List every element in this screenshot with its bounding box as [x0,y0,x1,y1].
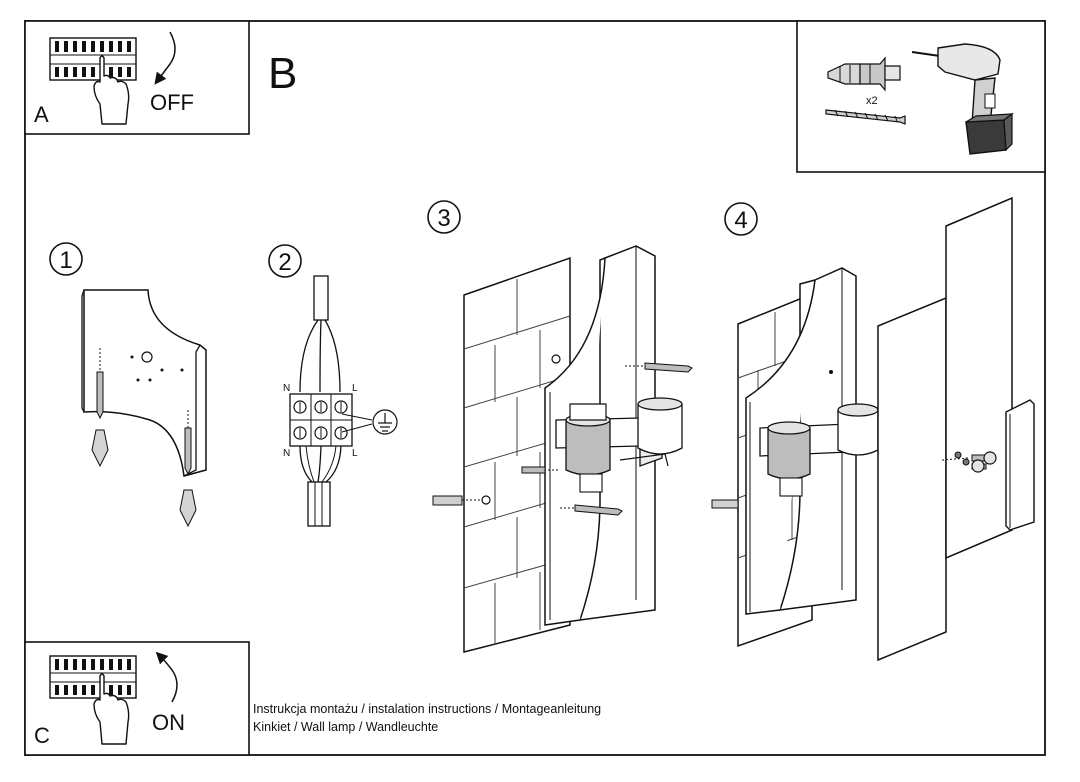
hand-icon [93,55,130,125]
panel-c: ON C [24,641,250,756]
caption-line-1: Instrukcja montażu / instalation instruc… [253,702,601,716]
breaker-box-icon-c [49,655,137,699]
quantity-label: x2 [866,95,878,107]
step-2-number: 2 [278,249,291,276]
switch-on-arrow-icon [155,651,178,703]
wall-bracket-plate [83,289,207,477]
step-1-number: 1 [59,247,72,274]
step-4-number: 4 [734,207,747,234]
cable-sheath-bottom [307,481,331,527]
screws-step3 [432,354,693,516]
wire-label-l-top: L [352,383,358,394]
step-1: 1 [49,242,207,528]
step-3-number: 3 [437,205,450,232]
cover-panel-back [945,196,1013,560]
panel-a-letter: A [34,102,49,127]
end-cap-part [1005,399,1035,531]
wall-plug-icon [827,56,901,92]
panel-b-letter: B [268,49,297,98]
hand-icon-c [93,673,130,745]
panel-a: OFF A [24,20,250,135]
right-screw-icon [179,410,197,528]
cover-panel-front [877,296,947,662]
step-4: 4 [711,196,1035,662]
wire-label-n-bottom: N [283,448,290,459]
switch-off-arrow-icon [154,31,176,85]
screw-icon [825,109,906,125]
step-3: 3 [427,200,693,653]
breaker-box-icon [49,37,137,81]
drill-icon [911,43,1014,155]
ground-symbol-icon [372,409,398,435]
panel-c-letter: C [34,723,50,748]
wire-label-n-top: N [283,383,290,394]
tiled-wall [463,256,571,653]
step-2: 2 N L N L [268,244,398,527]
socket-bracket-step3 [555,397,683,493]
socket-bracket-step4 [711,370,879,509]
panel-a-action: OFF [150,90,194,115]
fixing-screws-step4 [941,451,997,473]
terminal-block-icon [289,393,353,447]
cable-sheath-top [313,275,329,321]
tools-panel: x2 [796,20,1046,173]
caption-line-2: Kinkiet / Wall lamp / Wandleuchte [253,720,438,734]
left-screw-icon [91,348,109,468]
wire-label-l-bottom: L [352,448,358,459]
panel-c-action: ON [152,710,185,735]
